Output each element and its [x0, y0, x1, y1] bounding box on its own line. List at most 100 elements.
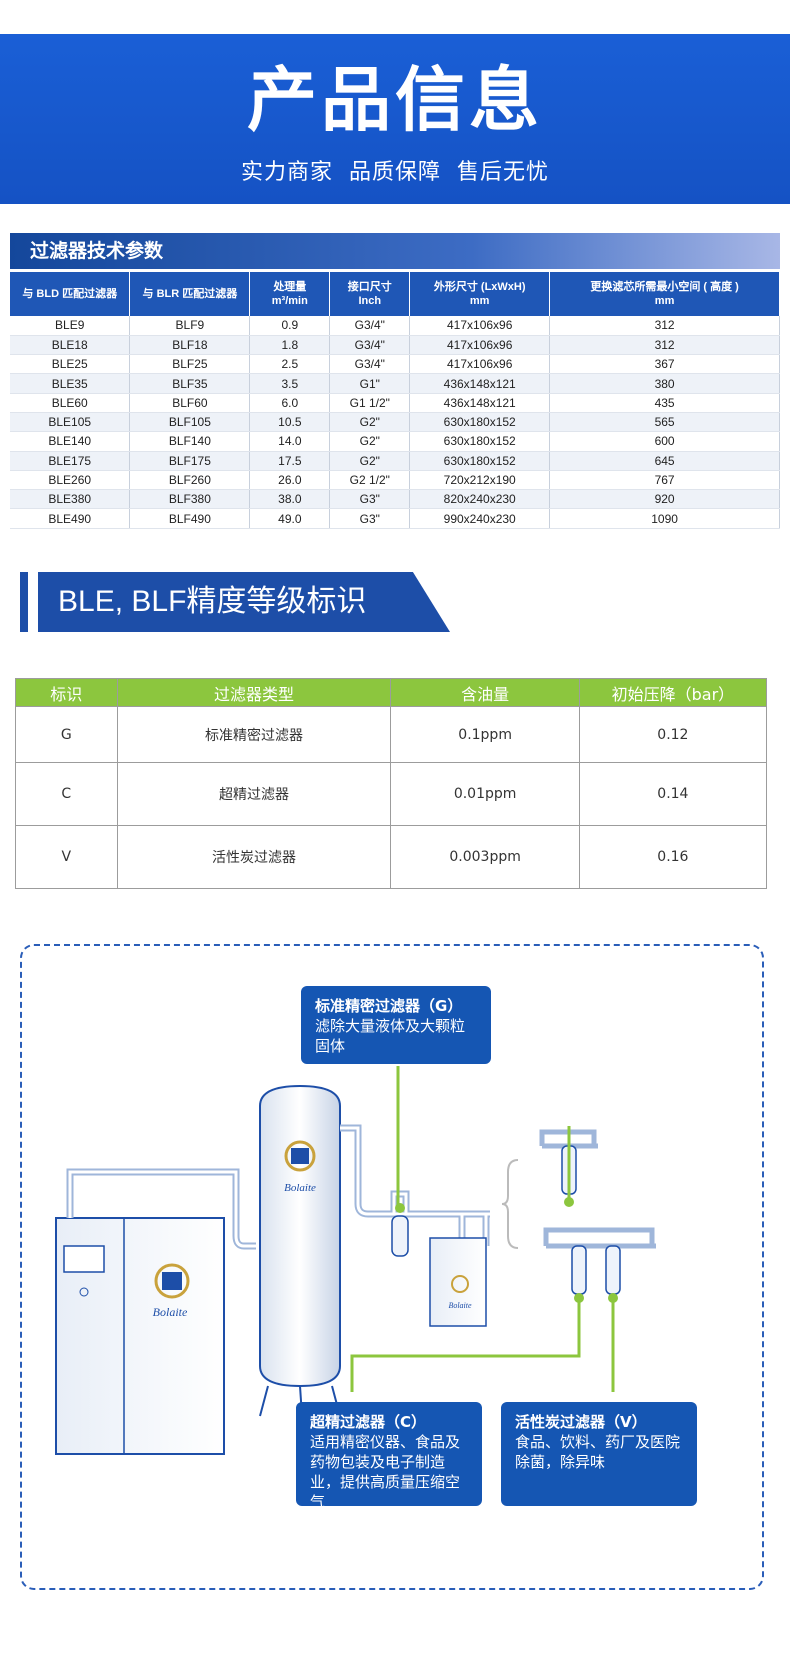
spec-header-0: 与 BLD 匹配过滤器 — [10, 272, 131, 316]
table-cell: 417x106x96 — [409, 354, 551, 375]
table-cell: 17.5 — [249, 451, 331, 471]
spec-header-label: 外形尺寸 (LxWxH) — [433, 281, 526, 293]
callout-v-text: 食品、饮料、药厂及医院除菌，除异味 — [515, 1433, 681, 1471]
spec-header-3: 接口尺寸 Inch — [329, 272, 411, 316]
table-cell: 600 — [549, 431, 780, 452]
spec-header-label: 接口尺寸 — [347, 281, 392, 293]
table-cell: 380 — [549, 373, 780, 394]
table-cell: 10.5 — [249, 412, 331, 433]
table-cell: G2 1/2" — [329, 470, 411, 491]
table-cell: 2.5 — [249, 354, 331, 375]
table-cell: G — [15, 706, 118, 763]
grade-header-row: 标识过滤器类型含油量初始压降（bar） — [15, 678, 768, 707]
spec-header-label: 与 BLD 匹配过滤器 — [22, 288, 118, 300]
table-cell: G3/4" — [329, 316, 411, 336]
table-cell: 1.8 — [249, 335, 331, 356]
spec-header-label: 更换滤芯所需最小空间 ( 高度 ) — [590, 281, 739, 293]
spec-header-5: 更换滤芯所需最小空间 ( 高度 )mm — [549, 272, 780, 316]
callout-g-title: 标准精密过滤器（G） — [315, 997, 463, 1015]
tank-brand: Bolaite — [284, 1182, 316, 1194]
table-cell: G3" — [329, 489, 411, 510]
table-cell: C — [15, 762, 118, 826]
table-cell: BLF60 — [129, 393, 251, 413]
callout-c-text: 适用精密仪器、食品及药物包装及电子制造业，提供高质量压缩空气 — [310, 1433, 461, 1511]
table-cell: BLE490 — [10, 508, 131, 529]
table-cell: G3/4" — [329, 354, 411, 375]
filter-g — [391, 1215, 409, 1257]
spec-header-unit: Inch — [358, 295, 382, 307]
table-cell: 超精过滤器 — [116, 762, 392, 826]
callout-g: 标准精密过滤器（G） 滤除大量液体及大颗粒固体 — [301, 986, 491, 1064]
table-cell: 436x148x121 — [409, 393, 551, 413]
spec-header-unit: mm — [469, 295, 490, 307]
grade-header-2: 含油量 — [390, 678, 580, 707]
table-cell: 0.9 — [249, 316, 331, 336]
table-cell: V — [15, 825, 118, 889]
compressor-brand: Bolaite — [153, 1305, 188, 1319]
table-cell: 436x148x121 — [409, 373, 551, 394]
table-cell: 720x212x190 — [409, 470, 551, 491]
table-cell: BLE60 — [10, 393, 131, 413]
table-cell: 920 — [549, 489, 780, 510]
system-diagram: Bolaite Bolaite Bolaite — [20, 944, 764, 1590]
table-cell: BLE380 — [10, 489, 131, 510]
callout-v: 活性炭过滤器（V） 食品、饮料、药厂及医院除菌，除异味 — [501, 1402, 697, 1506]
header-banner: 产品信息 实力商家 品质保障 售后无忧 — [0, 34, 790, 204]
table-cell: 活性炭过滤器 — [116, 825, 392, 889]
table-cell: 312 — [549, 335, 780, 356]
compressor: Bolaite — [55, 1217, 225, 1455]
table-cell: 990x240x230 — [409, 508, 551, 529]
table-cell: 14.0 — [249, 431, 331, 452]
callout-g-text: 滤除大量液体及大颗粒固体 — [315, 1017, 466, 1055]
spec-header-1: 与 BLR 匹配过滤器 — [129, 272, 251, 316]
table-cell: BLE9 — [10, 316, 131, 336]
callout-c-title: 超精过滤器（C） — [310, 1413, 427, 1431]
table-cell: 0.16 — [578, 825, 768, 889]
spec-header-label: 处理量 — [273, 281, 307, 293]
table-cell: 0.01ppm — [390, 762, 580, 826]
dryer: Bolaite — [429, 1237, 487, 1327]
table-cell: G2" — [329, 412, 411, 433]
table-cell: 0.003ppm — [390, 825, 580, 889]
table-cell: 645 — [549, 451, 780, 471]
accuracy-heading: BLE, BLF精度等级标识 — [20, 572, 450, 632]
table-cell: BLE18 — [10, 335, 131, 356]
table-cell: 0.1ppm — [390, 706, 580, 763]
grade-header-1: 过滤器类型 — [116, 678, 392, 707]
filter-option-v — [605, 1245, 621, 1295]
table-cell: G3" — [329, 508, 411, 529]
table-cell: G1" — [329, 373, 411, 394]
table-cell: BLF380 — [129, 489, 251, 510]
table-cell: BLE105 — [10, 412, 131, 433]
table-cell: BLE35 — [10, 373, 131, 394]
table-cell: BLF35 — [129, 373, 251, 394]
table-cell: BLF18 — [129, 335, 251, 356]
table-cell: 767 — [549, 470, 780, 491]
diagram-art: Bolaite Bolaite Bolaite — [55, 1066, 656, 1455]
table-cell: 1090 — [549, 508, 780, 529]
grade-header-3: 初始压降（bar） — [578, 678, 768, 707]
table-cell: 820x240x230 — [409, 489, 551, 510]
callout-c: 超精过滤器（C） 适用精密仪器、食品及药物包装及电子制造业，提供高质量压缩空气 — [296, 1402, 482, 1511]
spec-header-4: 外形尺寸 (LxWxH) mm — [409, 272, 551, 316]
table-cell: 38.0 — [249, 489, 331, 510]
filter-option-c — [571, 1245, 587, 1295]
accuracy-heading-title: BLE, BLF精度等级标识 — [38, 572, 450, 632]
table-cell: BLF9 — [129, 316, 251, 336]
table-cell: BLE260 — [10, 470, 131, 491]
callout-v-title: 活性炭过滤器（V） — [515, 1413, 647, 1431]
table-cell: 3.5 — [249, 373, 331, 394]
air-tank: Bolaite — [259, 1084, 341, 1417]
table-cell: G1 1/2" — [329, 393, 411, 413]
table-cell: BLF140 — [129, 431, 251, 452]
table-cell: 630x180x152 — [409, 412, 551, 433]
